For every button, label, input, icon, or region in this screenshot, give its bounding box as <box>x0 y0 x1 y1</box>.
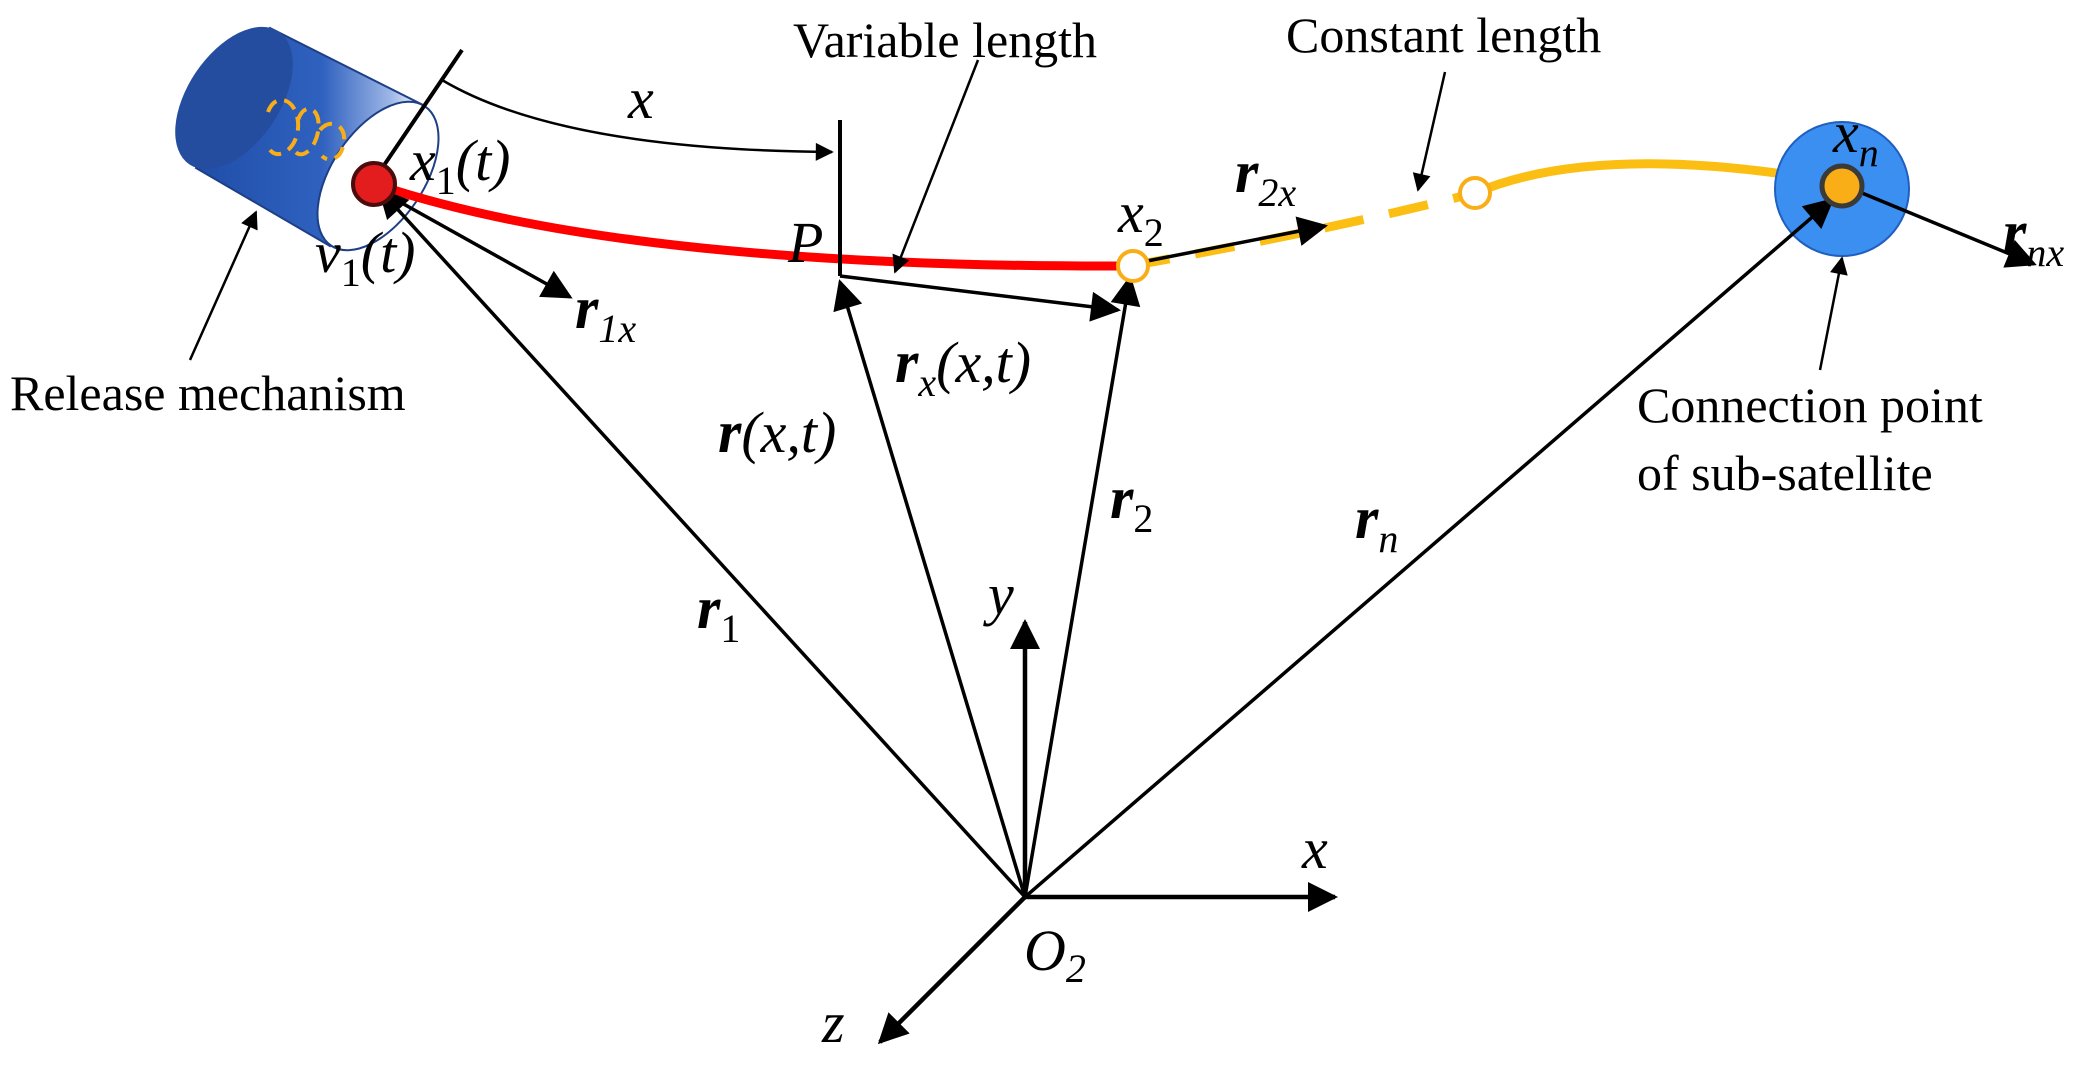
vector-rn-line <box>1023 198 1835 899</box>
tangent-vectors <box>374 184 2037 322</box>
annotation-pointers <box>188 59 1848 371</box>
label-axis-y: y <box>983 562 1014 627</box>
pointer-variable-length <box>892 59 980 274</box>
label-origin: O2 <box>1024 918 1086 991</box>
label-vector-r2x: r2x <box>1235 139 1296 215</box>
coiled-tether-icon <box>266 98 347 162</box>
label-axis-x: x <box>1301 816 1328 881</box>
pointer-connection-point <box>1818 256 1848 371</box>
label-point-P: P <box>787 210 823 275</box>
node-xn <box>1819 163 1865 209</box>
arc-length-indicator <box>370 48 842 276</box>
label-vector-r-x-t: r(x,t) <box>718 399 836 465</box>
label-x2: x2 <box>1117 180 1164 255</box>
arc-start-tick <box>370 48 464 185</box>
release-mechanism-left-cap <box>175 26 293 170</box>
label-v1t: v1(t) <box>315 220 416 295</box>
label-release-mechanism: Release mechanism <box>10 365 406 421</box>
label-x1t: x1(t) <box>409 128 511 203</box>
vector-r1-line <box>377 187 1027 899</box>
vector-r-x-t-line <box>833 279 1027 898</box>
node-intermediate <box>1458 176 1492 210</box>
arc-length-arrow <box>441 78 834 161</box>
label-connection-point-line1: Connection point <box>1637 377 1983 433</box>
vector-r2-line <box>1023 275 1141 898</box>
label-connection-point-line2: of sub-satellite <box>1637 445 1933 501</box>
position-vectors <box>377 187 1835 899</box>
label-axis-z: z <box>821 990 845 1055</box>
label-xn: xn <box>1832 100 1879 175</box>
label-vector-rx: rx(x,t) <box>895 329 1031 405</box>
node-x2 <box>1116 249 1150 283</box>
label-vector-r2: r2 <box>1110 465 1153 541</box>
variable-length-tether <box>370 178 1131 271</box>
vector-rx-line <box>839 274 1121 322</box>
label-variable-length: Variable length <box>793 12 1097 68</box>
pointer-constant-length <box>1412 71 1447 192</box>
pointer-release-mechanism <box>188 210 258 361</box>
label-vector-r1x: r1x <box>575 275 636 351</box>
label-vector-rnx: rnx <box>2003 199 2064 275</box>
label-arc-x: x <box>627 66 654 131</box>
axis-z <box>877 895 1027 1045</box>
label-vector-rn: rn <box>1355 485 1398 561</box>
vector-rnx-line <box>1844 184 2037 268</box>
node-x1 <box>351 161 397 207</box>
label-constant-length: Constant length <box>1286 7 1601 63</box>
vector-r1x-line <box>374 186 573 299</box>
vector-r2x-line <box>1131 216 1328 266</box>
label-vector-r1: r1 <box>697 575 740 651</box>
coordinate-frame <box>877 619 1338 1045</box>
